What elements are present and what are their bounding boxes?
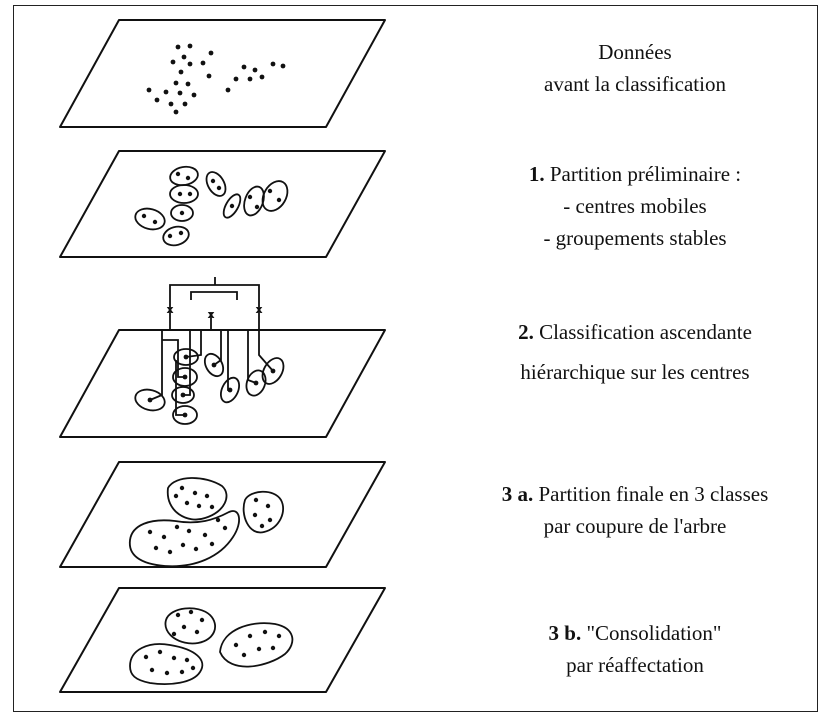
final-classes [129,477,285,568]
plane-5 [59,587,386,693]
caption-hierarchical-line-2: hiérarchique sur les centres [520,360,750,384]
plane-1 [59,19,386,128]
caption-final-line-1: 3 a. Partition finale en 3 classes [501,482,769,506]
caption-final-line-2: par coupure de l'arbre [543,514,727,538]
plane-2 [59,150,386,258]
caption-preliminary-partition: 1. Partition préliminaire : - centres mo… [440,158,829,254]
caption-hierarchical-line-1: 2. Classification ascendante [518,320,752,344]
svg-text:x: x [255,303,262,316]
caption-consolidation-line-1: 3 b. "Consolidation" [548,621,722,645]
caption-consolidation-line-2: par réaffectation [566,653,704,677]
plane-3 [59,329,386,438]
caption-data: Données avant la classification [440,36,829,100]
caption-preliminary-line-3: - groupements stables [543,226,727,250]
caption-preliminary-line-2: - centres mobiles [563,194,707,218]
preliminary-groups [134,165,289,247]
svg-text:x: x [166,303,173,316]
group-centres [134,348,285,425]
consolidated-classes [129,607,294,685]
caption-data-line-1: Données [598,40,672,64]
caption-preliminary-line-1: 1. Partition préliminaire : [528,162,742,186]
dendrogram-node-markers: x x x [166,303,262,321]
svg-text:x: x [207,308,214,321]
caption-hierarchical-classification: 2. Classification ascendante hiérarchiqu… [440,316,829,388]
caption-consolidation: 3 b. "Consolidation" par réaffectation [440,617,829,681]
caption-data-line-2: avant la classification [544,72,726,96]
dendrogram [149,277,274,416]
caption-final-partition: 3 a. Partition finale en 3 classes par c… [440,478,829,542]
